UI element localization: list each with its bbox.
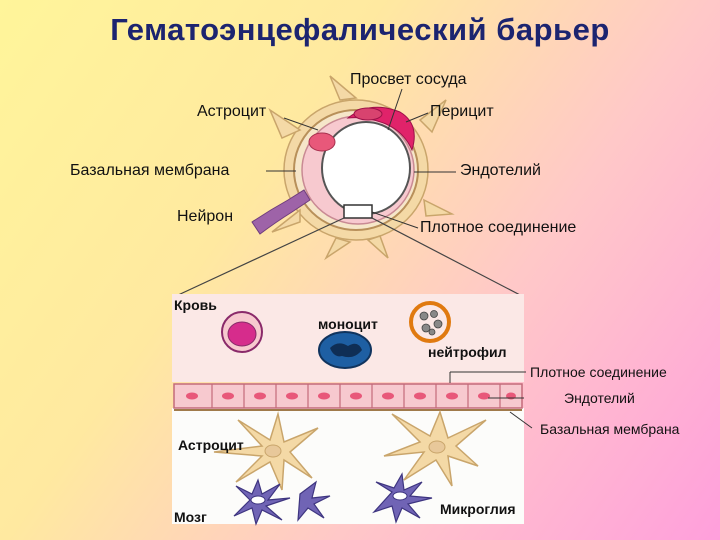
label-astrocyte-bottom: Астроцит [178,437,244,453]
microglia-nuclei [250,491,408,505]
endothelium-cells [173,383,523,409]
pericyte-nucleus [353,107,383,121]
blood-cell-pink-nucleus [227,321,257,347]
label-microglia: Микроглия [440,501,516,517]
monocyte-nucleus [330,343,362,358]
zoom-lines [175,217,523,297]
endothelial-nucleus [308,132,336,152]
label-tight-junction-top: Плотное соединение [420,219,577,236]
label-basal-membrane-top: Базальная мембрана [70,162,230,179]
label-vessel-lumen: Просвет сосуда [350,71,467,88]
label-endothelium-top: Эндотелий [460,162,541,179]
top-leader-lines [266,88,456,229]
neutrophil-cell [409,301,451,343]
label-neuron: Нейрон [177,208,234,225]
barrier-detail-panel [172,294,533,526]
label-monocyte: моноцит [318,316,378,332]
bottom-leader-lines [449,371,533,429]
astrocyte-nuclei [264,440,446,458]
vessel-lumen [321,121,411,215]
brain-panel [172,408,524,524]
label-pericyte: Перицит [430,103,494,120]
tight-junction-box [343,204,373,219]
page-title: Гематоэнцефалический барьер [110,12,610,47]
label-basal-membrane-bottom: Базальная мембрана [540,421,680,437]
label-endothelium-bottom: Эндотелий [564,390,635,406]
neuron-process [251,189,311,235]
label-blood: Кровь [174,297,217,313]
label-tight-junction-bottom: Плотное соединение [530,364,667,380]
label-brain: Мозг [174,509,207,525]
label-astrocyte-top: Астроцит [197,103,267,120]
label-neutrophil: нейтрофил [428,344,507,360]
vessel-cross-section [175,75,523,297]
neutrophil-granules [419,310,443,336]
